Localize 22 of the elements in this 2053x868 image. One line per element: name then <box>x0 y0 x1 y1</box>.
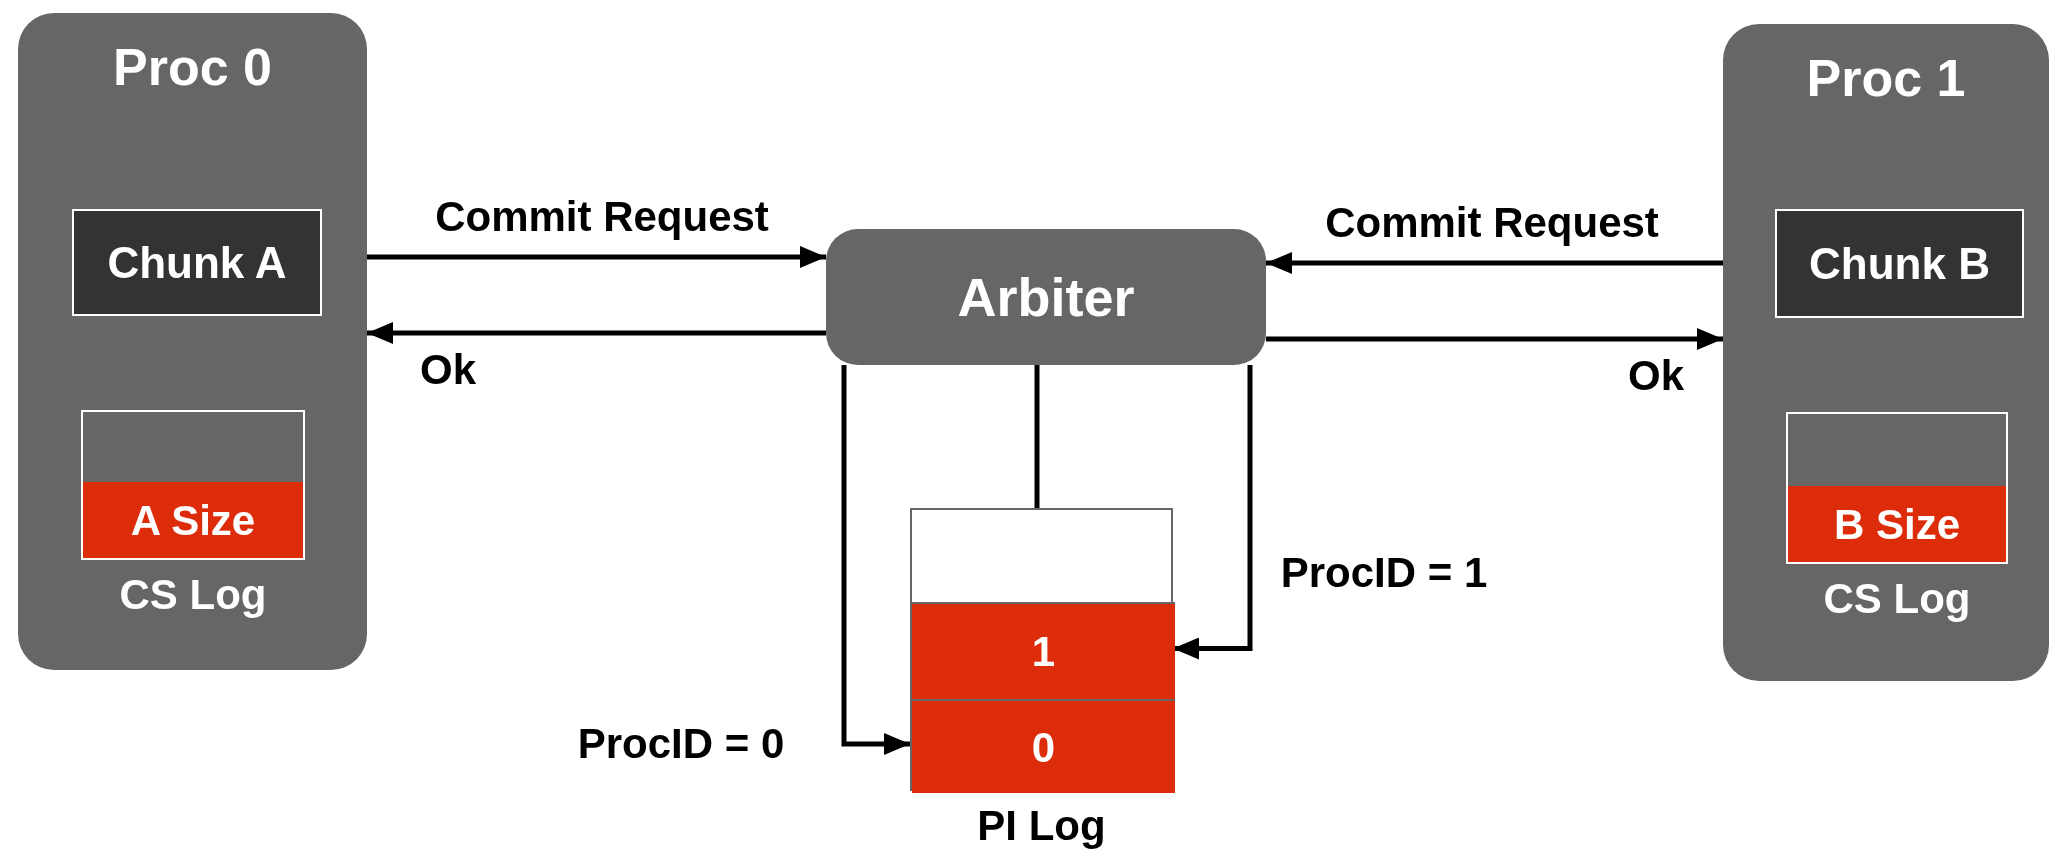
size-entry: A Size <box>83 482 303 558</box>
processor-panel <box>18 13 367 670</box>
panel-title: Proc 0 <box>112 41 273 93</box>
arrow <box>841 365 910 755</box>
arrow <box>1266 328 1723 350</box>
log-entry: 1 <box>912 602 1175 699</box>
chunk-box: Chunk B <box>1775 209 2024 318</box>
log-label: CS Log <box>119 574 267 616</box>
chunk-box: Chunk A <box>72 209 322 316</box>
log-label: PI Log <box>977 805 1106 847</box>
log-box <box>910 508 1173 791</box>
panel-title: Proc 1 <box>1805 52 1967 104</box>
log-box <box>81 410 305 560</box>
log-label: CS Log <box>1823 578 1971 620</box>
processor-panel <box>1723 24 2049 681</box>
arrow <box>367 322 826 344</box>
log-entry: 0 <box>912 699 1175 793</box>
arbiter-box: Arbiter <box>826 229 1266 365</box>
arrow <box>1266 252 1723 274</box>
log-box <box>1786 412 2008 564</box>
arrow <box>367 246 826 268</box>
size-entry: B Size <box>1788 486 2006 562</box>
